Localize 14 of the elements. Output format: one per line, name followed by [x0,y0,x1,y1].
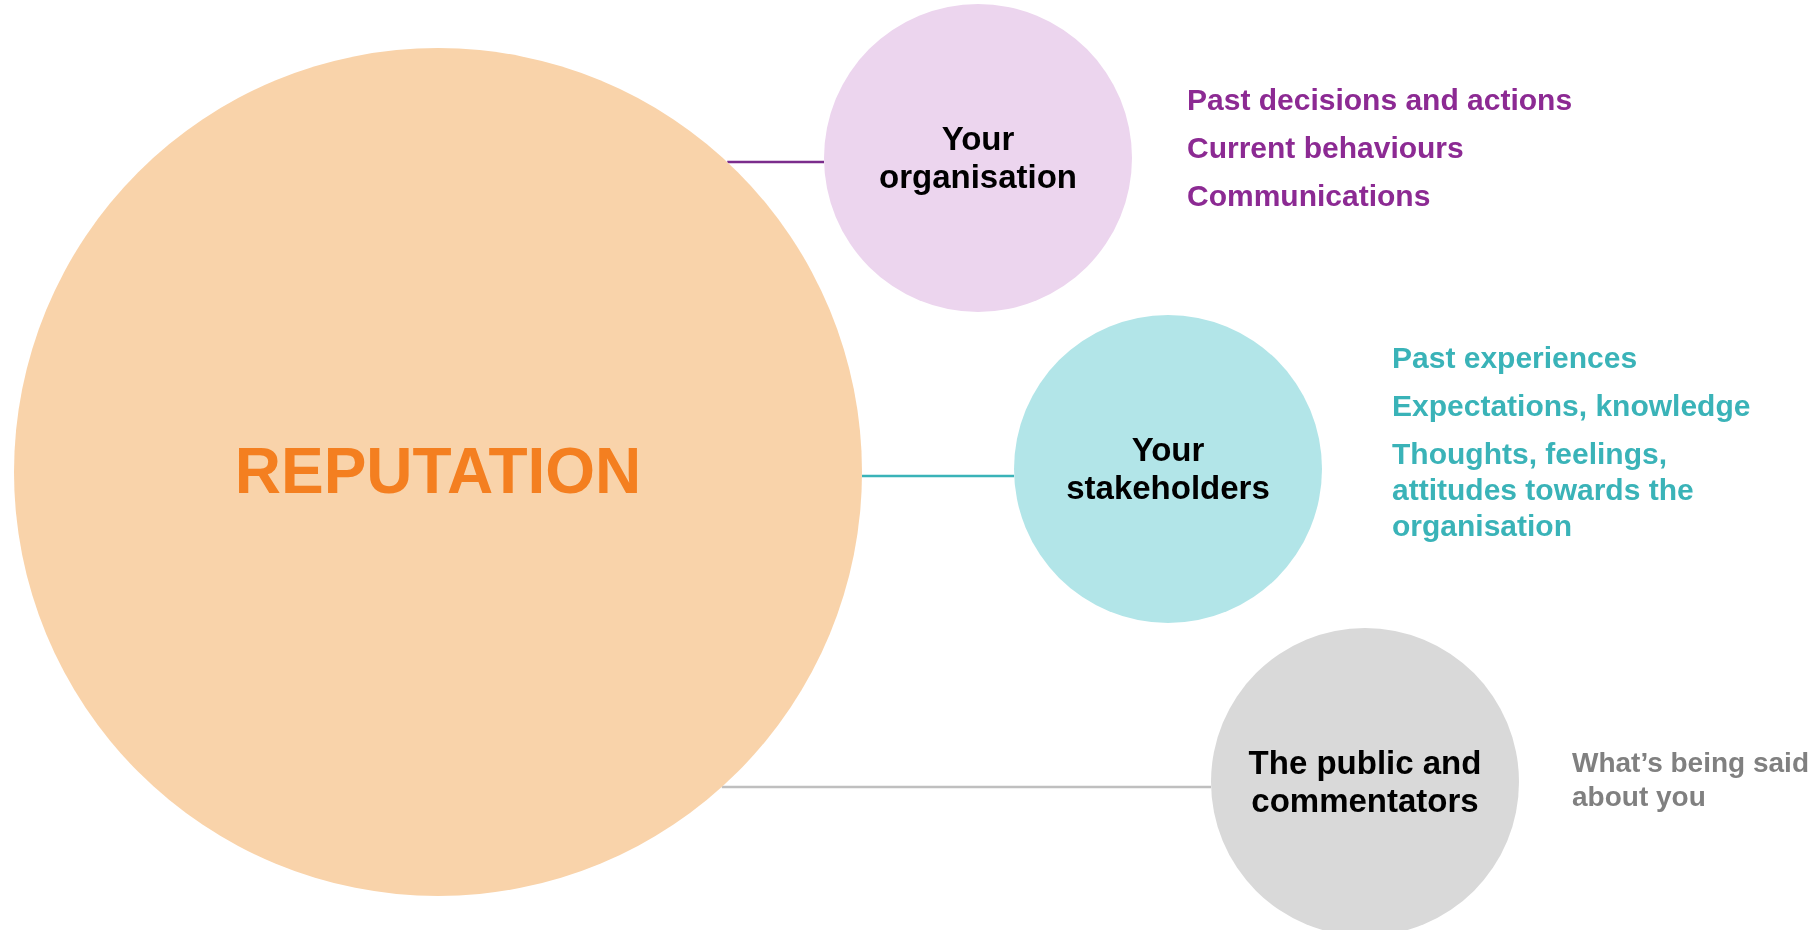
bullet-item: What’s being said about you [1571,746,1810,814]
bullet-item: Expectations, knowledge [1391,388,1752,424]
bullet-item: Thoughts, feelings, attitudes towards the organisation [1391,436,1695,544]
bullet-item: Current behaviours [1186,130,1465,166]
title-text: REPUTATION [234,435,642,509]
connector-line [721,785,1212,789]
node-label: Your stakeholders [1065,431,1271,507]
connector-line [727,160,825,164]
bullet-item: Past decisions and actions [1186,82,1574,118]
node-label: Your organisation [878,120,1078,196]
node-label: The public and commentators [1247,744,1483,820]
connector-line [862,474,1015,478]
bullet-item: Communications [1186,178,1432,214]
bullet-item: Past experiences [1391,340,1639,376]
